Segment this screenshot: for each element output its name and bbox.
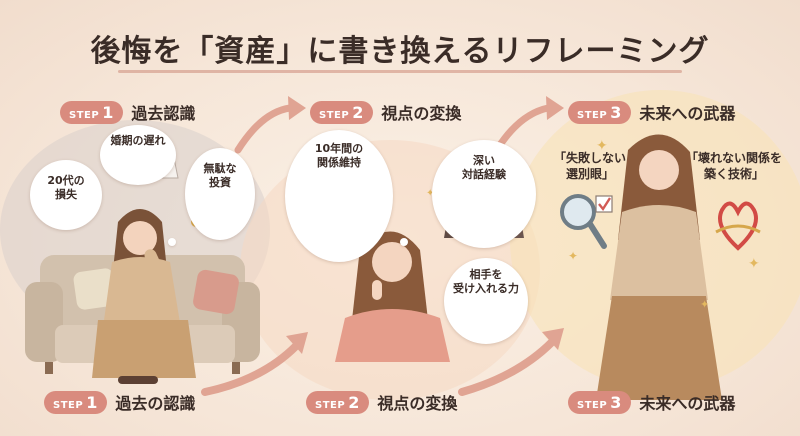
flow-arrow-top-2-head — [546, 96, 564, 120]
flow-arrow-bottom-1-head — [286, 332, 308, 354]
sofa-cushion-right — [193, 269, 239, 315]
thought-dot-middle — [400, 238, 408, 246]
thinking-woman-hand — [372, 280, 382, 300]
sad-woman-arm — [144, 249, 168, 285]
sparkle-icon-3: ✦ — [748, 256, 760, 272]
title-underline — [118, 70, 682, 73]
page-title: 後悔を「資産」に書き換えるリフレーミング — [90, 34, 710, 69]
bubble-wasted-investment: 無駄な 投資 — [185, 148, 255, 240]
sofa-leg-right — [232, 362, 240, 374]
thought-dot-left — [168, 238, 176, 246]
sofa-cushion-left — [73, 268, 117, 310]
sofa-left-arm — [25, 282, 63, 362]
caption-selection-eye: 「失敗しない 選別眼」 — [553, 151, 626, 182]
bubble-twenties-loss: 20代の 損失 — [30, 160, 102, 230]
bubble-wedding-delay: 婚期の遅れ — [100, 125, 176, 185]
flow-arrow-bottom-2 — [458, 338, 556, 396]
flow-arrow-top-1-head — [288, 96, 306, 120]
flow-arrow-top-1 — [234, 104, 294, 154]
sparkle-icon-2: ✦ — [568, 249, 578, 263]
sparkle-icon-5: ✦ — [426, 188, 434, 199]
bottom-step-2-label: 視点の変換 — [377, 394, 458, 413]
knot-gold-loop — [715, 224, 761, 234]
confident-woman-face — [639, 150, 679, 190]
thinking-woman-face — [372, 242, 412, 282]
bubble-ten-years: 10年間の 関係維持 — [285, 130, 393, 262]
knot-heart-icon — [718, 201, 758, 251]
step-3-label: 未来への武器 — [639, 104, 736, 123]
sad-woman-face — [123, 221, 157, 255]
confident-woman-skirt — [596, 296, 722, 400]
bottom-step-3-label: 未来への武器 — [639, 394, 736, 413]
sofa-leg-left — [45, 362, 53, 374]
confident-woman-top — [610, 205, 708, 300]
sad-woman-legs — [118, 376, 158, 384]
caption-relationship-skill: 「壊れない関係を 築く技術」 — [685, 151, 782, 182]
sparkle-icon-1: ✦ — [596, 138, 608, 154]
flow-arrow-bottom-1 — [201, 342, 300, 396]
bottom-step-1-label: 過去の認識 — [115, 394, 196, 413]
flow-arrow-bottom-2-head — [542, 328, 564, 350]
step-1-label: 過去認識 — [131, 104, 196, 123]
sad-woman-skirt — [92, 320, 196, 378]
checkmark-icon — [598, 197, 612, 212]
flow-arrow-top-2 — [494, 104, 552, 152]
sparkle-icon-4: ✦ — [700, 298, 709, 311]
magnifier-handle — [587, 221, 607, 249]
step-2-label: 視点の変換 — [381, 104, 462, 123]
magnifier-icon — [560, 194, 596, 230]
bubble-deep-dialogue: 深い 対話経験 — [432, 140, 536, 248]
thinking-woman-body — [335, 309, 450, 362]
bubble-acceptance: 相手を 受け入れる力 — [444, 258, 528, 344]
